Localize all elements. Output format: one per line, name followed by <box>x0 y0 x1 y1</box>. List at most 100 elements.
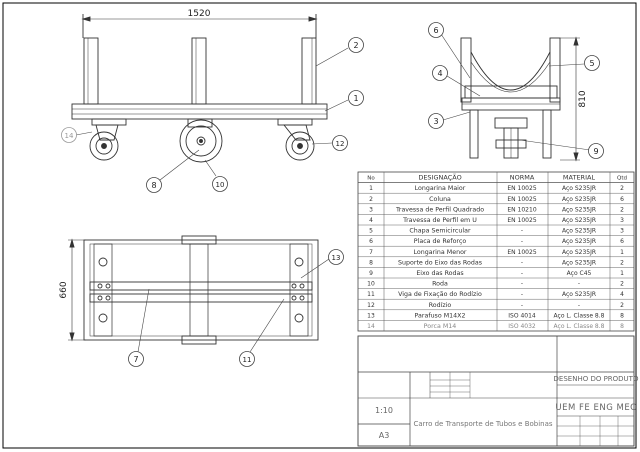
table-cell: Roda <box>432 281 448 288</box>
svg-text:11: 11 <box>243 356 252 364</box>
institution: UEM FE ENG MEC <box>555 403 636 413</box>
table-cell: 9 <box>369 270 373 277</box>
svg-text:7: 7 <box>133 355 138 364</box>
table-cell: EN 10025 <box>507 196 536 203</box>
front-dimension-1520: 1520 <box>188 9 211 19</box>
table-cell: 2 <box>620 185 624 192</box>
balloon-5: 5 <box>584 55 600 71</box>
table-cell: 8 <box>620 312 624 319</box>
svg-text:8: 8 <box>151 181 156 190</box>
table-header-2: NORMA <box>510 174 535 182</box>
table-cell: - <box>521 259 523 266</box>
top-dimension-660: 660 <box>59 281 69 298</box>
table-cell: Aço S235JR <box>562 249 596 256</box>
table-header-4: Qtd <box>617 176 627 182</box>
table-cell: Viga de Fixação do Rodízio <box>398 290 482 298</box>
table-cell: Eixo das Rodas <box>416 270 463 277</box>
table-cell: 7 <box>369 249 373 256</box>
table-cell: Aço S235JR <box>562 228 596 235</box>
table-cell: 6 <box>369 238 373 245</box>
table-cell: ISO 4032 <box>508 323 536 330</box>
table-cell: Travessa de Perfil Quadrado <box>395 206 484 213</box>
table-cell: Aço S235JR <box>562 238 596 245</box>
table-cell: - <box>521 270 523 277</box>
table-cell: Aço L. Classe 8.8 <box>554 323 605 330</box>
side-view <box>460 36 580 162</box>
table-cell: 1 <box>620 270 624 277</box>
table-cell: EN 10025 <box>507 249 536 256</box>
table-cell: - <box>521 302 523 309</box>
svg-text:9: 9 <box>593 147 598 156</box>
balloon-13: 13 <box>328 249 344 265</box>
svg-text:5: 5 <box>589 59 594 68</box>
title-block <box>357 335 635 447</box>
table-cell: Chapa Semicircular <box>409 228 471 235</box>
table-cell: ISO 4014 <box>508 312 536 319</box>
table-cell: Longarina Menor <box>413 249 466 256</box>
table-cell: - <box>521 228 523 235</box>
table-cell: 2 <box>620 281 624 288</box>
svg-text:14: 14 <box>65 132 74 140</box>
table-cell: Suporte do Eixo das Rodas <box>398 259 482 266</box>
table-cell: Aço S235JR <box>562 259 596 266</box>
table-cell: Aço S235JR <box>562 196 596 203</box>
table-cell: 5 <box>369 228 373 235</box>
table-cell: Coluna <box>429 196 451 203</box>
table-cell: - <box>521 281 523 288</box>
table-cell: Aço L. Classe 8.8 <box>554 312 605 319</box>
table-cell: - <box>521 291 523 298</box>
side-dimension-810: 810 <box>578 90 588 107</box>
balloon-8: 8 <box>146 177 162 193</box>
table-cell: 3 <box>369 206 373 213</box>
table-cell: 13 <box>367 312 375 319</box>
table-cell: 1 <box>369 185 373 192</box>
balloon-4: 4 <box>432 65 448 81</box>
table-header-1: DESIGNAÇÃO <box>418 173 461 182</box>
table-cell: Rodízio <box>429 301 452 309</box>
table-cell: - <box>521 238 523 245</box>
sheet-size: A3 <box>379 431 390 440</box>
balloon-9: 9 <box>588 143 604 159</box>
table-cell: EN 10025 <box>507 185 536 192</box>
balloon-3: 3 <box>428 113 444 129</box>
table-cell: 4 <box>369 217 373 224</box>
svg-text:1: 1 <box>353 94 358 103</box>
table-cell: 2 <box>620 259 624 266</box>
table-cell: 11 <box>367 291 375 298</box>
table-cell: 3 <box>620 217 624 224</box>
table-cell: 2 <box>620 206 624 213</box>
balloon-7: 7 <box>128 351 144 367</box>
svg-text:3: 3 <box>433 117 438 126</box>
table-cell: Aço S235JR <box>562 291 596 298</box>
balloon-12: 12 <box>332 135 348 151</box>
table-cell: 6 <box>620 238 624 245</box>
table-cell: 8 <box>620 323 624 330</box>
drawing-title: Carro de Transporte de Tubos e Bobinas <box>413 420 552 428</box>
balloon-11: 11 <box>239 351 255 367</box>
table-cell: EN 10025 <box>507 217 536 224</box>
table-cell: 6 <box>620 196 624 203</box>
table-cell: Porca M14 <box>424 323 457 330</box>
svg-text:6: 6 <box>433 26 438 35</box>
table-cell: 12 <box>367 302 375 309</box>
balloon-1: 1 <box>348 90 364 106</box>
table-cell: 2 <box>369 196 373 203</box>
table-cell: Aço S235JR <box>562 185 596 192</box>
svg-text:2: 2 <box>353 41 358 50</box>
table-cell: Aço C45 <box>567 270 592 277</box>
table-cell: Aço S235JR <box>562 217 596 224</box>
top-view <box>68 235 319 345</box>
svg-text:10: 10 <box>216 181 225 189</box>
balloon-14: 14 <box>61 127 77 143</box>
table-cell: 1 <box>620 249 624 256</box>
balloon-2: 2 <box>348 37 364 53</box>
table-header-0: No <box>367 176 375 182</box>
table-cell: 10 <box>367 281 375 288</box>
table-header-3: MATERIAL <box>563 174 596 182</box>
table-cell: Placa de Reforço <box>414 238 467 245</box>
scale: 1:10 <box>375 406 393 415</box>
table-cell: - <box>578 302 580 309</box>
table-cell: - <box>578 281 580 288</box>
